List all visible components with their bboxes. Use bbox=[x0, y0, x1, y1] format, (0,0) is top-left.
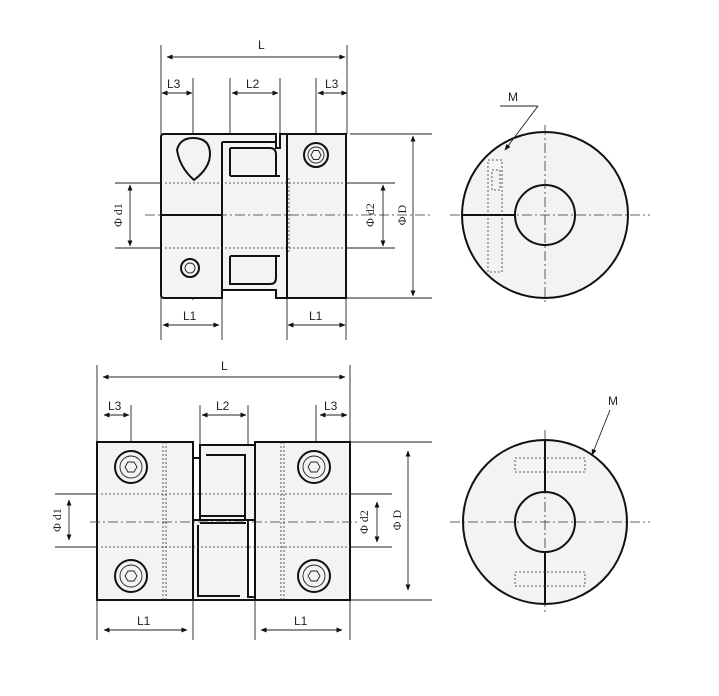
dim-l1-left: L1 bbox=[183, 309, 197, 323]
bottom-front-view: L L3 L2 L3 L1 L1 Φ d1 Φ d2 Φ D bbox=[50, 359, 432, 640]
left-hub bbox=[96, 441, 194, 601]
hex-socket-screw-icon bbox=[297, 559, 331, 593]
hex-socket-screw-icon bbox=[114, 559, 148, 593]
coupling-body bbox=[160, 133, 347, 299]
dim-l2-b: L2 bbox=[216, 399, 230, 413]
dim-l2: L2 bbox=[246, 77, 260, 91]
dim-length: L bbox=[258, 38, 265, 52]
dim-outer-d-b: Φ D bbox=[390, 509, 404, 530]
hex-socket-screw-icon bbox=[297, 450, 331, 484]
top-side-view: M bbox=[450, 90, 650, 305]
dim-l1-right: L1 bbox=[309, 309, 323, 323]
label-m-bottom: M bbox=[608, 394, 618, 408]
dim-d2-b: Φ d2 bbox=[357, 510, 371, 534]
dim-outer-d: Φ D bbox=[395, 204, 409, 225]
tapped-hole-icon bbox=[175, 136, 212, 182]
screw-head-icon bbox=[180, 258, 200, 278]
dim-l3-right: L3 bbox=[325, 77, 339, 91]
hex-socket-screw-icon bbox=[114, 450, 148, 484]
dim-l1-left-b: L1 bbox=[137, 614, 151, 628]
top-front-view: L L3 L2 L3 L1 L1 Φ d1 Φ d2 Φ D bbox=[111, 38, 432, 340]
dim-length-b: L bbox=[221, 359, 228, 373]
dim-l3-right-b: L3 bbox=[324, 399, 338, 413]
dim-l3-left-b: L3 bbox=[108, 399, 122, 413]
dim-d1-b: Φ d1 bbox=[50, 508, 64, 532]
dim-l1-right-b: L1 bbox=[294, 614, 308, 628]
right-hub bbox=[254, 441, 351, 601]
bottom-side-view: M bbox=[450, 394, 650, 612]
hex-socket-screw-icon bbox=[303, 142, 329, 168]
dim-l3-left: L3 bbox=[167, 77, 181, 91]
dim-d1: Φ d1 bbox=[111, 203, 125, 227]
label-m-top: M bbox=[508, 90, 518, 104]
dim-d2: Φ d2 bbox=[363, 203, 377, 227]
hex-socket-screws bbox=[114, 450, 331, 593]
